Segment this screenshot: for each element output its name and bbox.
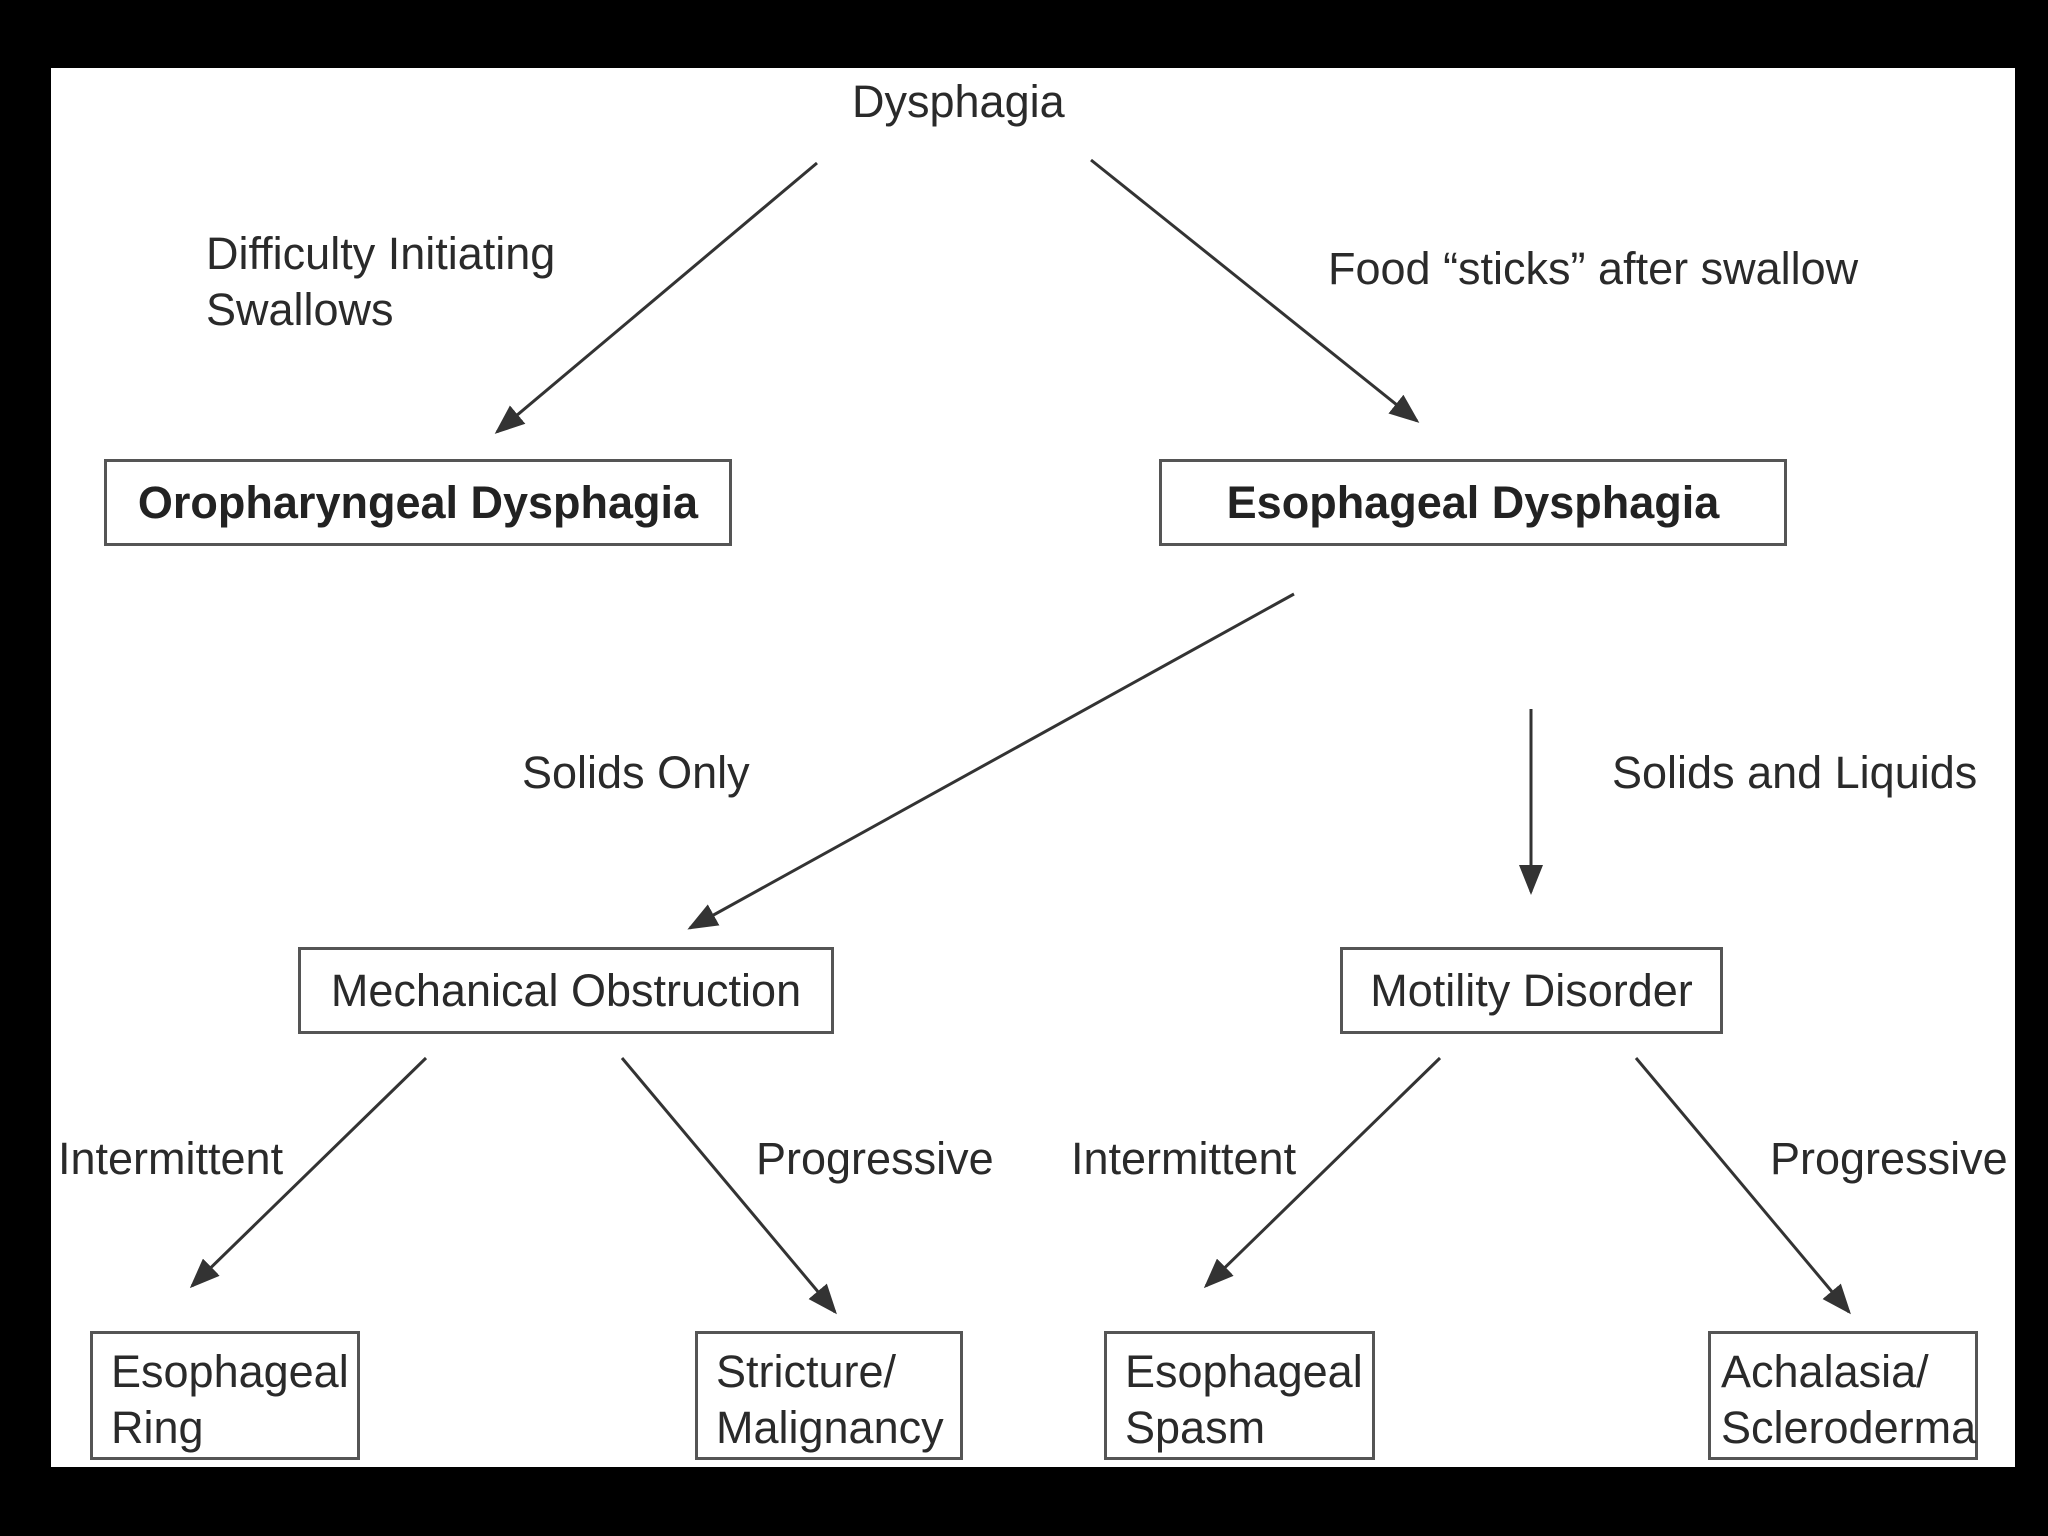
node-oropharyngeal-label: Oropharyngeal Dysphagia: [137, 476, 699, 528]
arrow-motility-to-spasm: [1203, 1056, 1442, 1289]
edge-label-solids-and-liquids: Solids and Liquids: [1612, 747, 1978, 798]
node-esophageal-label: Esophageal Dysphagia: [1226, 476, 1720, 528]
edge-label-mechanical-progressive: Progressive: [756, 1133, 994, 1184]
node-ring-label: Esophageal Ring: [111, 1346, 349, 1453]
node-mechanical-obstruction: Mechanical Obstruction: [298, 947, 834, 1034]
edge-label-food-sticks: Food “sticks” after swallow: [1328, 243, 1859, 294]
node-motility-label: Motility Disorder: [1370, 964, 1693, 1016]
node-mechanical-label: Mechanical Obstruction: [330, 964, 802, 1016]
arrow-mechanical-to-stricture: [620, 1057, 837, 1315]
diagram-panel: [51, 68, 2015, 1467]
edge-label-mechanical-intermittent: Intermittent: [58, 1133, 284, 1184]
arrow-esophageal-to-mechanical: [687, 592, 1295, 930]
node-oropharyngeal-dysphagia: Oropharyngeal Dysphagia: [104, 459, 732, 546]
node-esophageal-dysphagia: Esophageal Dysphagia: [1159, 459, 1787, 546]
edge-label-solids-only: Solids Only: [522, 747, 750, 798]
edge-label-difficulty-initiating: Difficulty Initiating Swallows: [206, 228, 556, 335]
node-spasm-label: Esophageal Spasm: [1125, 1346, 1363, 1453]
edge-label-motility-progressive: Progressive: [1770, 1133, 2008, 1184]
node-esophageal-spasm: Esophageal Spasm: [1104, 1331, 1375, 1460]
arrow-root-to-esophageal: [1090, 158, 1420, 423]
edge-label-motility-intermittent: Intermittent: [1071, 1133, 1297, 1184]
arrow-root-to-oropharyngeal: [494, 161, 818, 434]
arrow-motility-to-achalasia: [1634, 1057, 1851, 1315]
node-esophageal-ring: Esophageal Ring: [90, 1331, 360, 1460]
root-label-dysphagia: Dysphagia: [852, 76, 1065, 127]
node-stricture-label: Stricture/ Malignancy: [716, 1346, 944, 1453]
node-achalasia-scleroderma: Achalasia/ Scleroderma: [1708, 1331, 1978, 1460]
node-motility-disorder: Motility Disorder: [1340, 947, 1723, 1034]
node-achalasia-label: Achalasia/ Scleroderma: [1721, 1346, 1977, 1453]
node-stricture-malignancy: Stricture/ Malignancy: [695, 1331, 963, 1460]
arrow-mechanical-to-ring: [189, 1056, 428, 1289]
